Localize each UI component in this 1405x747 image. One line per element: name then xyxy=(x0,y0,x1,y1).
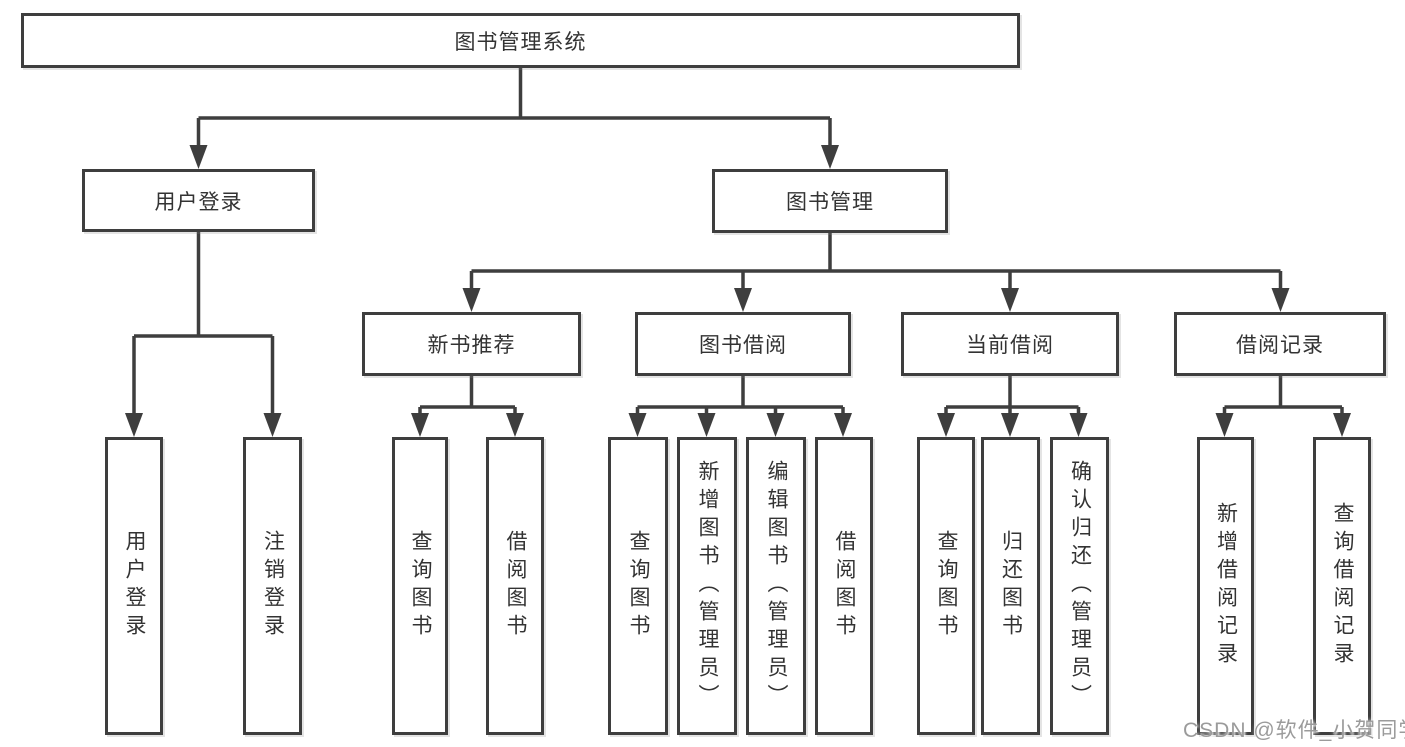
leaf-newbook-borrow-books: 借阅图书 xyxy=(486,437,544,735)
leaf-borrowing-query-books: 查询图书 xyxy=(608,437,668,735)
node-new-book-recommend: 新书推荐 xyxy=(362,312,581,376)
leaf-borrowing-edit-books-admin: 编辑图书（管理员） xyxy=(746,437,806,735)
leaf-borrowing-edit-books-admin-label: 编辑图书（管理员） xyxy=(765,460,788,712)
leaf-records-query-borrow-record-label: 查询借阅记录 xyxy=(1331,502,1354,670)
leaf-current-confirm-return-admin: 确认归还（管理员） xyxy=(1050,437,1109,735)
leaf-logout-label: 注销登录 xyxy=(261,530,285,642)
leaf-current-confirm-return-admin-label: 确认归还（管理员） xyxy=(1068,460,1092,712)
node-new-book-recommend-label: 新书推荐 xyxy=(427,334,516,357)
csdn-watermark: CSDN @软件_小贺同学 xyxy=(1183,714,1405,744)
node-book-borrowing: 图书借阅 xyxy=(635,312,851,376)
leaf-borrowing-add-books-admin: 新增图书（管理员） xyxy=(677,437,737,735)
leaf-current-return-books: 归还图书 xyxy=(981,437,1040,735)
leaf-newbook-query-books: 查询图书 xyxy=(392,437,448,735)
node-root-system: 图书管理系统 xyxy=(21,13,1020,68)
node-user-login-label: 用户登录 xyxy=(154,190,243,214)
leaf-records-add-borrow-record-label: 新增借阅记录 xyxy=(1214,502,1238,670)
leaf-borrowing-query-books-label: 查询图书 xyxy=(627,530,650,642)
leaf-user-login-label: 用户登录 xyxy=(123,530,146,642)
leaf-borrowing-borrow-books: 借阅图书 xyxy=(815,437,873,735)
leaf-current-query-books: 查询图书 xyxy=(917,437,975,735)
leaf-current-return-books-label: 归还图书 xyxy=(999,530,1023,642)
csdn-watermark-text: CSDN @软件_小贺同学 xyxy=(1183,719,1405,742)
node-root-label: 图书管理系统 xyxy=(454,30,587,54)
node-current-borrowing-label: 当前借阅 xyxy=(966,334,1054,357)
node-book-management-label: 图书管理 xyxy=(786,191,874,214)
node-user-login: 用户登录 xyxy=(82,169,315,232)
node-borrowing-records-label: 借阅记录 xyxy=(1236,334,1324,357)
arrowheads xyxy=(125,145,1351,437)
leaf-newbook-borrow-books-label: 借阅图书 xyxy=(504,530,527,642)
node-borrowing-records: 借阅记录 xyxy=(1174,312,1386,376)
leaf-logout: 注销登录 xyxy=(243,437,302,735)
node-current-borrowing: 当前借阅 xyxy=(901,312,1119,376)
leaf-user-login: 用户登录 xyxy=(105,437,163,735)
leaf-borrowing-add-books-admin-label: 新增图书（管理员） xyxy=(696,460,719,712)
node-book-management: 图书管理 xyxy=(712,169,948,233)
leaf-borrowing-borrow-books-label: 借阅图书 xyxy=(833,530,856,642)
leaf-records-query-borrow-record: 查询借阅记录 xyxy=(1313,437,1371,735)
node-book-borrowing-label: 图书借阅 xyxy=(699,334,787,357)
leaf-newbook-query-books-label: 查询图书 xyxy=(409,530,432,642)
leaf-records-add-borrow-record: 新增借阅记录 xyxy=(1197,437,1254,735)
leaf-current-query-books-label: 查询图书 xyxy=(935,530,958,642)
